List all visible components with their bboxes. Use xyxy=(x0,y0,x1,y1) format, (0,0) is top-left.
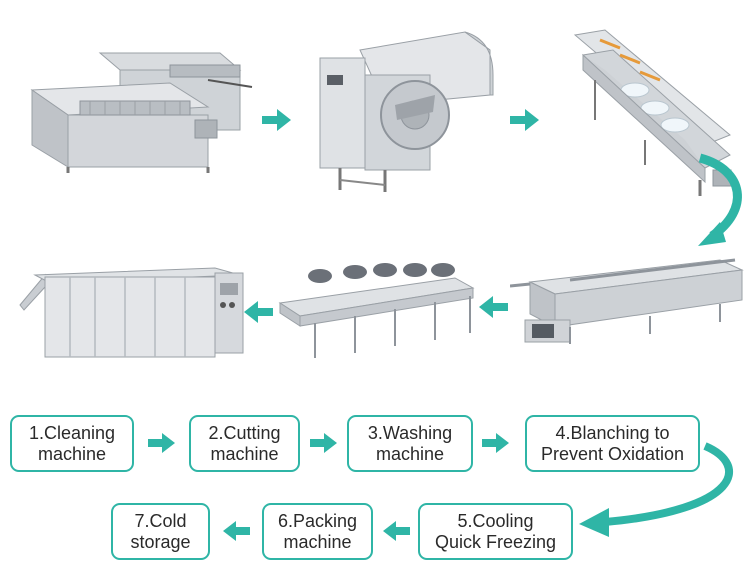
cutting-machine-image xyxy=(319,31,494,192)
cold-storage-image xyxy=(19,267,244,358)
arrow-left-icon xyxy=(479,296,508,318)
step-cutting-machine: 2.Cutting machine xyxy=(189,415,300,472)
arrow-right-icon xyxy=(310,433,337,453)
cleaning-machine-image xyxy=(30,52,253,173)
arrow-left-icon xyxy=(244,301,273,323)
arrow-right-icon xyxy=(262,109,291,131)
washing-machine-image xyxy=(573,29,732,196)
arrow-right-icon xyxy=(482,433,509,453)
step-cleaning-machine: 1.Cleaning machine xyxy=(10,415,134,472)
arrow-left-icon xyxy=(383,521,410,541)
curved-arrow-down-icon xyxy=(698,153,742,246)
arrow-right-icon xyxy=(148,433,175,453)
step-cold-storage: 7.Cold storage xyxy=(111,503,210,560)
step-cooling-freezing: 5.Cooling Quick Freezing xyxy=(418,503,573,560)
arrow-right-icon xyxy=(510,109,539,131)
curved-arrow-down-icon xyxy=(579,442,733,537)
packing-machine-image xyxy=(278,263,475,358)
arrow-left-icon xyxy=(223,521,250,541)
step-packing-machine: 6.Packing machine xyxy=(262,503,373,560)
step-blanching: 4.Blanching to Prevent Oxidation xyxy=(525,415,700,472)
step-washing-machine: 3.Washing machine xyxy=(347,415,473,472)
blanching-machine-image xyxy=(510,258,744,344)
